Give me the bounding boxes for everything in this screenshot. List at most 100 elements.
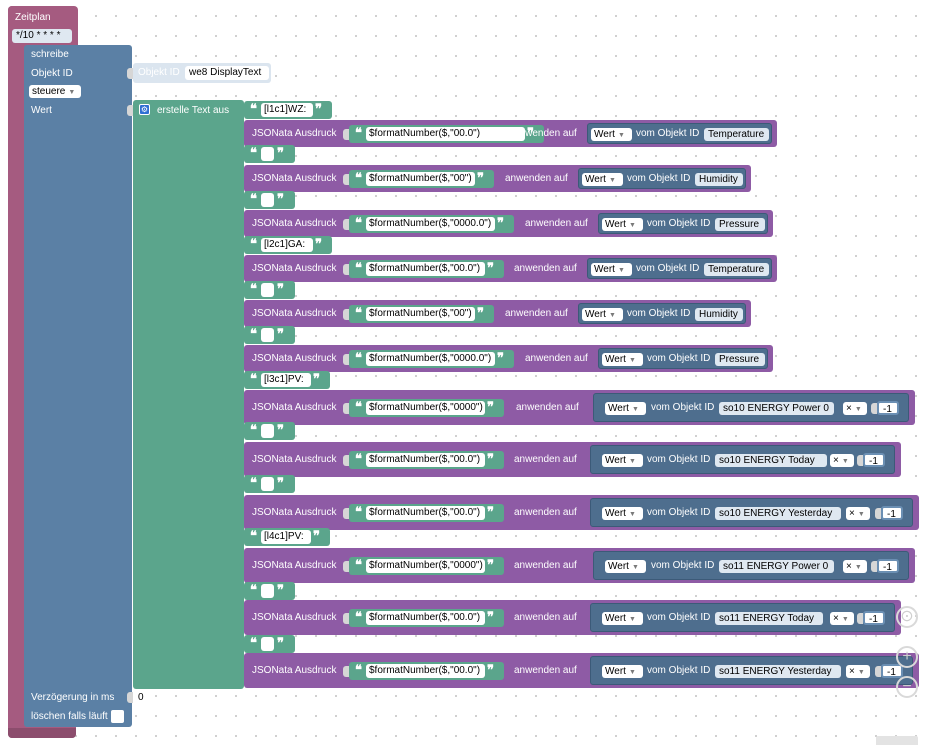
expr-input[interactable]: $formatNumber($,"00.0") bbox=[366, 453, 485, 467]
text-input[interactable] bbox=[261, 477, 274, 491]
write-block[interactable] bbox=[24, 45, 132, 727]
expr-input[interactable]: $formatNumber($,"0000.0") bbox=[366, 352, 495, 366]
object-id-field[interactable]: Pressure bbox=[715, 218, 765, 231]
text-block[interactable]: ❝❞ bbox=[244, 635, 295, 653]
expr-input[interactable]: $formatNumber($,"00.0") bbox=[366, 611, 485, 625]
operator-dropdown[interactable]: ×▼ bbox=[830, 612, 854, 625]
expr-string-block[interactable]: ❝$formatNumber($,"00.0")❞ bbox=[349, 125, 544, 143]
expr-input[interactable]: $formatNumber($,"00") bbox=[366, 307, 475, 321]
target-icon[interactable]: ⊙ bbox=[896, 606, 918, 628]
operator-dropdown[interactable]: ×▼ bbox=[843, 560, 867, 573]
text-input[interactable]: [l3c1]PV: bbox=[261, 373, 311, 387]
chevron-down-icon: ▼ bbox=[628, 669, 636, 676]
value-dropdown[interactable]: Wert▼ bbox=[602, 665, 643, 678]
object-id-field[interactable]: so10 ENERGY Today bbox=[715, 454, 827, 467]
factor-input[interactable]: -1 bbox=[877, 559, 899, 573]
create-text-block[interactable] bbox=[133, 100, 244, 689]
text-input[interactable] bbox=[261, 283, 274, 297]
object-id-field[interactable]: Temperature bbox=[704, 263, 769, 276]
text-input[interactable] bbox=[261, 193, 274, 207]
factor-input[interactable]: -1 bbox=[877, 401, 899, 415]
object-id-field[interactable]: so10 ENERGY Power 0 bbox=[719, 402, 834, 415]
object-id-field[interactable]: Pressure bbox=[715, 353, 765, 366]
value-dropdown[interactable]: Wert▼ bbox=[582, 173, 623, 186]
value-dropdown[interactable]: Wert▼ bbox=[602, 507, 643, 520]
text-input[interactable] bbox=[261, 584, 274, 598]
expr-string-block[interactable]: ❝$formatNumber($,"00.0")❞ bbox=[349, 504, 504, 522]
value-dropdown[interactable]: Wert▼ bbox=[602, 454, 643, 467]
expr-string-block[interactable]: ❝$formatNumber($,"00")❞ bbox=[349, 170, 494, 188]
factor-input[interactable]: -1 bbox=[863, 453, 885, 467]
expr-input[interactable]: $formatNumber($,"0000.0") bbox=[366, 217, 495, 231]
value-dropdown[interactable]: Wert▼ bbox=[602, 353, 643, 366]
text-input[interactable]: [l4c1]PV: bbox=[261, 530, 311, 544]
expr-input[interactable]: $formatNumber($,"00.0") bbox=[366, 127, 525, 141]
text-block[interactable]: ❝❞ bbox=[244, 422, 295, 440]
object-id-field[interactable]: so11 ENERGY Power 0 bbox=[719, 560, 834, 573]
text-input[interactable] bbox=[261, 147, 274, 161]
text-input[interactable] bbox=[261, 328, 274, 342]
expr-string-block[interactable]: ❝$formatNumber($,"0000")❞ bbox=[349, 399, 504, 417]
value-dropdown[interactable]: Wert▼ bbox=[582, 308, 623, 321]
value-dropdown[interactable]: Wert▼ bbox=[591, 263, 632, 276]
expr-input[interactable]: $formatNumber($,"0000") bbox=[366, 559, 485, 573]
expr-input[interactable]: $formatNumber($,"00") bbox=[366, 172, 475, 186]
text-block[interactable]: ❝❞ bbox=[244, 281, 295, 299]
expr-string-block[interactable]: ❝$formatNumber($,"00")❞ bbox=[349, 305, 494, 323]
text-block[interactable]: ❝❞ bbox=[244, 191, 295, 209]
delay-input[interactable]: 0 bbox=[134, 691, 152, 705]
operator-dropdown[interactable]: ×▼ bbox=[830, 454, 854, 467]
factor-input[interactable]: -1 bbox=[881, 664, 903, 678]
clear-checkbox[interactable] bbox=[111, 710, 124, 723]
zoom-out-icon[interactable]: − bbox=[896, 676, 918, 698]
control-dropdown[interactable]: steuere▼ bbox=[29, 85, 81, 98]
object-id-field[interactable]: so11 ENERGY Today bbox=[715, 612, 823, 625]
expr-string-block[interactable]: ❝$formatNumber($,"0000.0")❞ bbox=[349, 350, 514, 368]
text-block[interactable]: ❝[l1c1]WZ:❞ bbox=[244, 101, 332, 119]
expr-input[interactable]: $formatNumber($,"00.0") bbox=[366, 506, 485, 520]
factor-input[interactable]: -1 bbox=[863, 611, 885, 625]
jsonata-label: JSONata Ausdruck bbox=[252, 263, 337, 274]
factor-socket bbox=[871, 561, 877, 572]
expr-string-block[interactable]: ❝$formatNumber($,"0000.0")❞ bbox=[349, 215, 514, 233]
text-block[interactable]: ❝❞ bbox=[244, 475, 295, 493]
operator-dropdown[interactable]: ×▼ bbox=[846, 665, 870, 678]
operator-dropdown[interactable]: ×▼ bbox=[843, 402, 867, 415]
object-id-block[interactable]: Objekt ID we8 DisplayText bbox=[133, 63, 271, 83]
object-id-field[interactable]: Humidity bbox=[695, 308, 743, 321]
zoom-in-icon[interactable]: + bbox=[896, 646, 918, 668]
text-input[interactable] bbox=[261, 424, 274, 438]
trash-icon[interactable] bbox=[876, 736, 918, 745]
value-dropdown[interactable]: Wert▼ bbox=[605, 560, 646, 573]
text-input[interactable] bbox=[261, 637, 274, 651]
operator-dropdown[interactable]: ×▼ bbox=[846, 507, 870, 520]
expr-input[interactable]: $formatNumber($,"00.0") bbox=[366, 664, 485, 678]
object-id-field[interactable]: Temperature bbox=[704, 128, 769, 141]
object-id-field[interactable]: Humidity bbox=[695, 173, 743, 186]
value-dropdown[interactable]: Wert▼ bbox=[605, 402, 646, 415]
text-block[interactable]: ❝[l4c1]PV:❞ bbox=[244, 528, 330, 546]
text-block[interactable]: ❝❞ bbox=[244, 326, 295, 344]
text-input[interactable]: [l1c1]WZ: bbox=[261, 103, 313, 117]
object-id-field[interactable]: so10 ENERGY Yesterday bbox=[715, 507, 841, 520]
object-id-field[interactable]: so11 ENERGY Yesterday bbox=[715, 665, 841, 678]
expr-input[interactable]: $formatNumber($,"00.0") bbox=[366, 262, 485, 276]
text-block[interactable]: ❝[l2c1]GA:❞ bbox=[244, 236, 332, 254]
expr-string-block[interactable]: ❝$formatNumber($,"00.0")❞ bbox=[349, 609, 504, 627]
text-block[interactable]: ❝❞ bbox=[244, 582, 295, 600]
cron-field[interactable]: */10 * * * * bbox=[12, 29, 72, 43]
value-dropdown[interactable]: Wert▼ bbox=[591, 128, 632, 141]
expr-string-block[interactable]: ❝$formatNumber($,"0000")❞ bbox=[349, 557, 504, 575]
value-dropdown[interactable]: Wert▼ bbox=[602, 612, 643, 625]
object-id-value[interactable]: we8 DisplayText bbox=[185, 66, 269, 80]
expr-string-block[interactable]: ❝$formatNumber($,"00.0")❞ bbox=[349, 260, 504, 278]
text-block[interactable]: ❝❞ bbox=[244, 145, 295, 163]
expr-input[interactable]: $formatNumber($,"0000") bbox=[366, 401, 485, 415]
expr-string-block[interactable]: ❝$formatNumber($,"00.0")❞ bbox=[349, 662, 504, 680]
factor-input[interactable]: -1 bbox=[881, 506, 903, 520]
gear-icon[interactable]: ⚙ bbox=[139, 104, 150, 115]
value-dropdown[interactable]: Wert▼ bbox=[602, 218, 643, 231]
text-input[interactable]: [l2c1]GA: bbox=[261, 238, 313, 252]
text-block[interactable]: ❝[l3c1]PV:❞ bbox=[244, 371, 330, 389]
expr-string-block[interactable]: ❝$formatNumber($,"00.0")❞ bbox=[349, 451, 504, 469]
